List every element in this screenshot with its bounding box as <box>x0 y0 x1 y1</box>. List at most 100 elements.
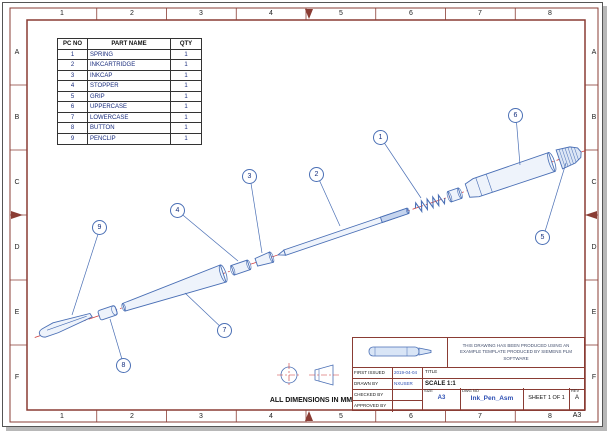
cell-name: PENCLIP <box>88 133 171 144</box>
rev-label: REV <box>571 388 580 393</box>
zone-col-label: 1 <box>60 413 64 420</box>
cell-qty: 1 <box>184 93 188 100</box>
balloon-label: 9 <box>97 224 102 231</box>
zone-col-label: 7 <box>478 413 482 420</box>
info-value: NXUSER <box>394 381 413 386</box>
sheet-text: SHEET 1 OF 1 <box>528 395 565 401</box>
balloon-label: 4 <box>175 207 180 214</box>
zone-row-label: F <box>591 374 597 381</box>
zone-row-label: D <box>591 244 597 251</box>
title-block-info: FIRST ISSUED 2019-04-04 DRAWN BY NXUSER … <box>353 368 423 412</box>
balloon-label: 3 <box>247 173 252 180</box>
zone-col-label: 3 <box>199 413 203 420</box>
title-block-image-cell <box>353 338 448 368</box>
rev-value: A <box>574 395 579 401</box>
zone-col-label: 5 <box>339 10 343 17</box>
balloon-label: 1 <box>378 134 383 141</box>
header-qty: QTY <box>179 41 193 47</box>
title-block-right: TITLE SCALE 1:1 SIZE A3 DWG NO Ink_Pen_A… <box>423 368 584 410</box>
inkcap-part <box>254 251 275 267</box>
cell-pcno: 8 <box>58 123 88 133</box>
zone-col-label: 3 <box>199 10 203 17</box>
info-row: APPROVED BY <box>353 401 422 412</box>
balloon-1: 1 <box>373 130 388 145</box>
zone-row-label: C <box>14 179 20 186</box>
cell-name: STOPPER <box>88 81 171 91</box>
zone-col-label: 8 <box>548 413 552 420</box>
balloon-label: 5 <box>540 234 545 241</box>
balloon-8: 8 <box>116 358 131 373</box>
zone-row-label: F <box>14 374 20 381</box>
drawing-canvas <box>9 7 599 423</box>
lowercase-part <box>121 264 228 312</box>
cell-qty: 1 <box>184 114 188 121</box>
balloon-label: 2 <box>314 171 319 178</box>
washer-part <box>446 187 463 203</box>
info-label: FIRST ISSUED <box>353 368 393 378</box>
info-row: DRAWN BY NXUSER <box>353 379 422 390</box>
dwg-no-cell: DWG NO Ink_Pen_Asm <box>461 388 524 410</box>
cell-name: GRIP <box>88 91 171 101</box>
stopper-part <box>230 259 252 276</box>
projection-symbol <box>277 363 339 387</box>
title-block-bottom-row: SIZE A3 DWG NO Ink_Pen_Asm SHEET 1 OF 1 … <box>423 388 584 410</box>
centering-arrows <box>11 9 597 421</box>
cell-name: INKCARTRIDGE <box>88 60 171 70</box>
zone-col-label: 5 <box>339 413 343 420</box>
cell-qty: 1 <box>184 51 188 58</box>
cell-pcno: 7 <box>58 112 88 122</box>
cell-pcno: 4 <box>58 81 88 91</box>
cell-pcno: 9 <box>58 133 88 144</box>
info-value: 2019-04-04 <box>394 370 418 375</box>
info-value <box>393 401 422 412</box>
cell-pcno: 6 <box>58 102 88 112</box>
balloon-9: 9 <box>92 220 107 235</box>
info-value <box>393 390 422 400</box>
dwg-no-label: DWG NO <box>462 388 479 393</box>
cell-qty: 1 <box>184 72 188 79</box>
sheet-frame <box>9 7 599 423</box>
zone-col-label: 8 <box>548 10 552 17</box>
drawing-number: Ink_Pen_Asm <box>470 395 514 402</box>
zone-col-label: 4 <box>269 10 273 17</box>
cell-pcno: 2 <box>58 60 88 70</box>
sheet-cell: SHEET 1 OF 1 <box>524 388 570 410</box>
info-label: CHECKED BY <box>353 390 393 400</box>
inkcartridge-part <box>276 207 410 256</box>
size-value: A3 <box>437 395 446 401</box>
pen-exploded-view <box>34 146 586 338</box>
cell-qty: 1 <box>184 83 188 89</box>
cell-pcno: 3 <box>58 70 88 80</box>
zone-row-label: A <box>14 49 20 56</box>
header-pcno: PC NO <box>58 39 88 49</box>
title-label: TITLE <box>423 368 584 379</box>
cell-qty: 1 <box>184 135 188 142</box>
zone-col-label: 2 <box>130 10 134 17</box>
balloon-label: 7 <box>222 327 227 334</box>
info-label: APPROVED BY <box>353 401 393 412</box>
zone-col-label: 6 <box>409 413 413 420</box>
rev-cell: REV A <box>570 388 584 410</box>
cell-name: INKCAP <box>88 70 171 80</box>
grip-part <box>555 146 582 170</box>
zone-col-label: 7 <box>478 10 482 17</box>
cell-name: UPPERCASE <box>88 102 171 112</box>
size-cell: SIZE A3 <box>423 388 461 410</box>
uppercase-part <box>464 151 557 198</box>
cell-qty: 1 <box>184 62 188 68</box>
cell-name: BUTTON <box>88 123 171 133</box>
balloon-2: 2 <box>309 167 324 182</box>
pen-thumbnail <box>368 346 432 357</box>
balloon-7: 7 <box>217 323 232 338</box>
cell-pcno: 1 <box>58 49 88 59</box>
dimensions-note: ALL DIMENSIONS IN MM <box>269 397 353 404</box>
balloon-6: 6 <box>508 108 523 123</box>
sheet-corner-size: A3 <box>572 412 582 419</box>
info-label: DRAWN BY <box>353 379 393 389</box>
